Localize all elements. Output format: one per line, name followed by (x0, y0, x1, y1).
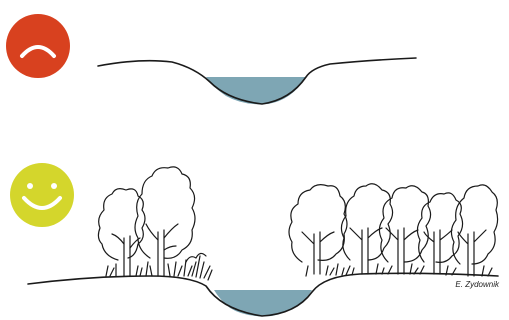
tree-canopy (289, 185, 347, 262)
bottom-panel (10, 163, 498, 316)
bottom-water (214, 290, 312, 316)
happy-face-icon (10, 163, 74, 227)
top-panel (6, 14, 416, 104)
artist-credit: E. Zydownik (455, 280, 499, 289)
tree-canopy (341, 184, 392, 260)
right-trees (289, 184, 498, 276)
left-trees (98, 167, 212, 280)
tree-canopy (379, 186, 430, 262)
sad-face-icon (6, 14, 70, 78)
